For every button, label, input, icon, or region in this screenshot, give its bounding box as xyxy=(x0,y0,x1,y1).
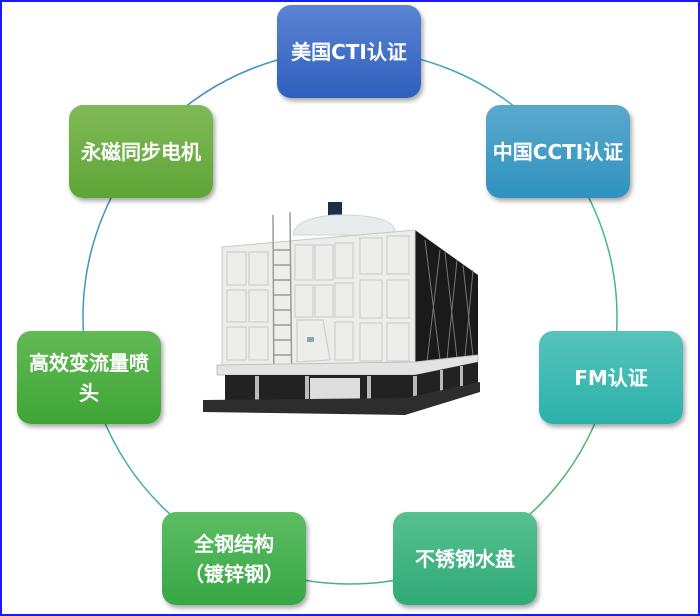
feature-label: FM认证 xyxy=(574,365,648,390)
feature-box-pm-motor: 永磁同步电机 xyxy=(69,105,213,198)
cooling-tower-image xyxy=(203,202,480,415)
feature-label: 永磁同步电机 xyxy=(81,139,201,164)
feature-label: 中国CCTI认证 xyxy=(492,139,624,164)
feature-box-fm: FM认证 xyxy=(539,331,683,424)
feature-label: 高效变流量喷头 xyxy=(29,350,149,405)
feature-box-cti: 美国CTI认证 xyxy=(277,5,421,98)
feature-label: 全钢结构（镀锌钢） xyxy=(184,531,284,586)
feature-box-steel-structure: 全钢结构（镀锌钢） xyxy=(162,512,306,605)
feature-box-stainless-basin: 不锈钢水盘 xyxy=(393,512,537,605)
feature-box-nozzle: 高效变流量喷头 xyxy=(17,331,161,424)
feature-box-ccti: 中国CCTI认证 xyxy=(486,105,630,198)
feature-label: 不锈钢水盘 xyxy=(415,546,515,571)
feature-label: 美国CTI认证 xyxy=(291,39,407,64)
